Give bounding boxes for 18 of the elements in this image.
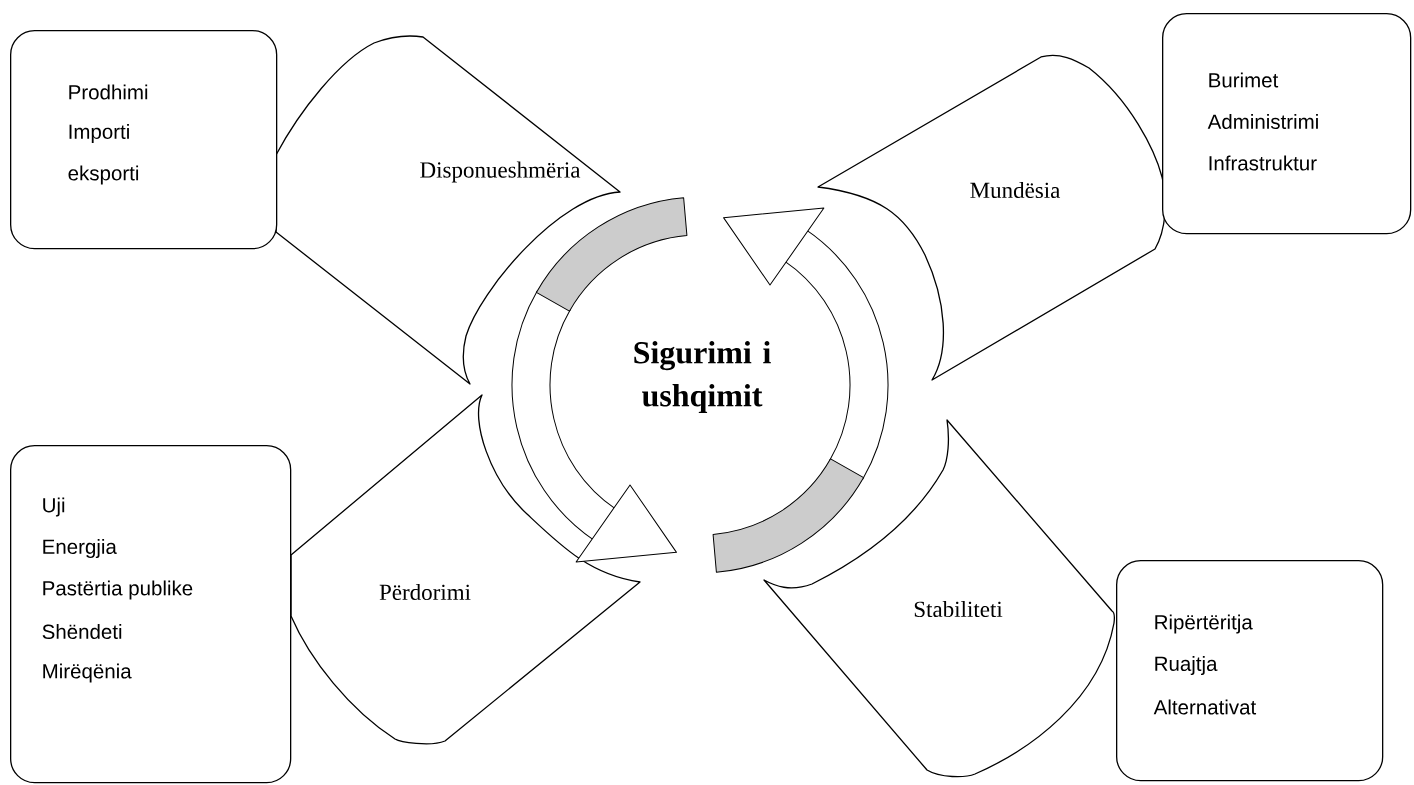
list-item: Energjia	[43, 538, 117, 559]
list-item: Ripërtëritja	[1155, 614, 1253, 634]
tilted-cylinder: Stabiliteti	[763, 419, 1116, 778]
list-item: Infrastruktur	[1209, 155, 1317, 171]
list-item: Pastërtia publike	[43, 580, 193, 600]
list-item: Mirëqënia	[43, 663, 132, 683]
tilted-cylinder: Përdorimi	[290, 394, 641, 745]
list-item: Prodhimi	[69, 84, 148, 100]
list-item: Burimet	[1209, 72, 1279, 88]
list-item: Ruajtja	[1155, 655, 1218, 676]
tilted-cylinder: Mundësia	[817, 54, 1166, 381]
list-item: Uji	[43, 497, 65, 517]
list-item: Alternativat	[1153, 699, 1257, 715]
list-item: eksporti	[68, 165, 139, 185]
list-item: Administrimi	[1207, 113, 1318, 129]
list-item: Shëndeti	[42, 623, 122, 640]
tilted-cylinder: Disponueshmëria	[275, 35, 621, 385]
list-item: Importi	[69, 123, 129, 144]
